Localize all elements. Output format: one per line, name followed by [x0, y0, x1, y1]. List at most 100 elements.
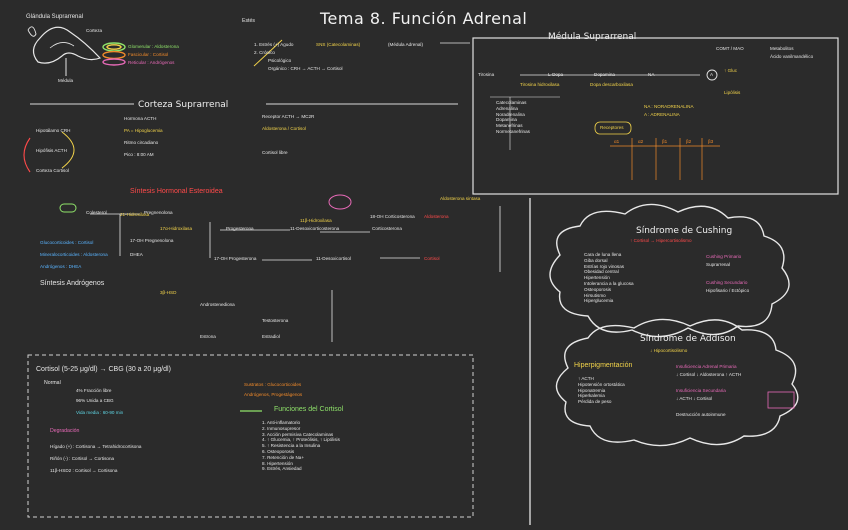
- gland-label: Glándula Suprarrenal: [26, 14, 84, 20]
- pw-progesterona: Progesterona: [226, 226, 254, 231]
- blue-note-3: Andrógenos : DHEA: [40, 264, 82, 269]
- list-item: Normetanefrinas: [496, 128, 530, 134]
- list-item: 4. ↑ Glucemia, ↑ Proteólisis, ↑ Lipólisi…: [262, 437, 340, 443]
- list-item: 6. Osteoporosis: [262, 448, 295, 454]
- medula-note-gluc: ↑ Gluc: [724, 68, 738, 73]
- list-item: 3. Acción permisiva Catecolaminas: [262, 431, 334, 437]
- pw-11doc: 11-Desoxicorticosterona: [290, 226, 340, 231]
- medula-note-na: NA : NORADRENALINA: [644, 104, 694, 109]
- degradacion-heading: Degradación: [50, 428, 80, 434]
- list-item: Hirsutismo: [584, 292, 606, 298]
- axis-hipofisis: Hipófisis ACTH: [36, 148, 67, 153]
- axis-corteza: Corteza Cortisol: [36, 168, 69, 173]
- receptor-note-2: Aldosterona / Cortisol: [262, 126, 306, 131]
- list-item: Hipertensión: [584, 275, 610, 281]
- list-item: Obesidad central: [584, 269, 619, 275]
- estres-2: 2. Crónico: [254, 50, 275, 55]
- addison-secundaria-sub: ↓ ACTH ↓ Cortisol: [676, 396, 713, 401]
- list-item: Pérdida de peso: [578, 399, 612, 405]
- receptor-b1: β1: [662, 139, 668, 144]
- acth-note-2: PA = Hipoglucemia: [124, 128, 163, 133]
- pw-testost: Testosterona: [262, 318, 289, 323]
- pw-androst: Androstenediona: [200, 302, 235, 307]
- medula-note-comt: COMT / MAO: [716, 46, 744, 51]
- cushing-sub: ↑ Cortisol → Hipercortisolismo: [630, 238, 692, 243]
- list-item: Hiperkalemia: [578, 393, 605, 399]
- medula-caption: Médula: [58, 78, 74, 83]
- list-item: 5. ↑ Resistencia a la Insulina: [262, 443, 321, 449]
- addison-left-list: ↑ ACTH Hipotensión ortostática Hiponatre…: [578, 376, 625, 405]
- page-title: Tema 8. Función Adrenal: [320, 9, 528, 28]
- cortisol-heading: Cortisol (5-25 μg/dl) → CBG (30 a 20 μg/…: [36, 366, 171, 373]
- enz-17a: 17α-Hidroxilasa: [160, 226, 193, 231]
- list-item: Metanefrinas: [496, 123, 523, 129]
- funciones-heading: Funciones del Cortisol: [274, 406, 344, 413]
- list-item: 8. Hipertensión: [262, 460, 293, 466]
- enz-21: 21-Hidroxilasa: [120, 212, 150, 217]
- pw-pregnenolona: Pregnenolona: [144, 210, 173, 215]
- receptor-b2: β2: [686, 139, 692, 144]
- addison-primaria-sub: ↓ Cortisol ↓ Aldosterona ↑ ACTH: [676, 372, 742, 377]
- receptors-heading: Receptores: [600, 125, 624, 130]
- acth-note-3: Ritmo circadiano: [124, 140, 159, 145]
- enz-3bhsd: 3β-HSD: [160, 290, 177, 295]
- pw-17ohprog: 17-OH Progesterona: [214, 256, 257, 261]
- axis-hipotalamo: Hipotálamo CRH: [36, 128, 71, 133]
- addison-cause: Destrucción autoinmune: [676, 412, 726, 417]
- cushing-heading: Síndrome de Cushing: [636, 226, 733, 236]
- flow-a: A: [710, 72, 714, 77]
- list-item: Hipotensión ortostática: [578, 381, 625, 387]
- addison-left-head: Hiperpigmentación: [574, 362, 633, 369]
- blue-note-2: Mineralocorticoides : Aldosterona: [40, 252, 108, 257]
- enzyme-ddc: Dopa descarboxilasa: [590, 82, 633, 87]
- enz-aldosintasa: Aldosterona sintasa: [440, 196, 481, 201]
- list-item: Cara de luna llena: [584, 252, 622, 257]
- funciones-list: 1. Anti-inflamatorio 2. Inmunosupresor 3…: [262, 420, 340, 472]
- cortisol-note-3: Vida media : 60-90 min: [76, 410, 124, 415]
- zone-glomerular: Glomerular : Aldosterona: [128, 44, 179, 49]
- pw-dhea: DHEA: [130, 252, 143, 257]
- estres-sns: SNS (Catecolaminas): [316, 42, 361, 47]
- medula-note-vma: Ácido vanilmandélico: [770, 54, 814, 59]
- receptor-a1: α1: [614, 139, 620, 144]
- receptor-note-1: Receptor ACTH → MC2R: [262, 114, 315, 119]
- flow-tirosina: Tirosina: [478, 72, 495, 77]
- cushing-secundario-sub: Hipofisario / Ectópico: [706, 288, 750, 293]
- addison-heading: Síndrome de Addison: [640, 334, 736, 344]
- list-item: Estrías rojo vinosas: [584, 263, 625, 269]
- pw-corticosterona: Corticosterona: [372, 226, 402, 231]
- estres-psico: Psicológico: [268, 58, 292, 63]
- enzyme-th: Tirosina hidroxilasa: [520, 82, 560, 87]
- estres-1: 1. Estrés (+) Agudo: [254, 42, 294, 47]
- colesterol-label: Colesterol: [86, 210, 107, 215]
- pw-estradiol: Estradiol: [262, 334, 280, 339]
- cortisol-note-2: 96% Unida a CBG: [76, 398, 114, 403]
- sintesis-heading: Síntesis Hormonal Esteroidea: [130, 188, 223, 195]
- pw-18oh: 18-OH Corticosterona: [370, 214, 415, 219]
- zone-reticular: Reticular : Andrógenos: [128, 60, 175, 65]
- zone-fascicular: Fascicular : Cortisol: [128, 52, 169, 57]
- cortisol-note-1: 4% Fracción libre: [76, 388, 112, 393]
- cushing-secundario: Cushing Secundario: [706, 280, 748, 285]
- pw-cortisol: Cortisol: [424, 256, 440, 261]
- medula-note-lipo: Lipólisis: [724, 90, 741, 95]
- list-item: Adrenalina: [496, 105, 518, 111]
- blue-note-1: Glucocorticoides : Cortisol: [40, 240, 94, 245]
- list-item: Hiperglucemia: [584, 298, 614, 304]
- list-item: 9. Estrés, Ansiedad: [262, 466, 302, 472]
- list-item: Osteoporosis: [584, 286, 612, 292]
- flow-ldopa: L-Dopa: [548, 72, 564, 77]
- pw-aldosterona: Aldosterona: [424, 214, 449, 219]
- degradacion-2: Riñón (-) : Cortisol → Cortisona: [50, 456, 115, 461]
- receptor-note-3: Cortisol libre: [262, 150, 288, 155]
- sustratos-2: Andrógenos, Progestágenos: [244, 392, 303, 397]
- degradacion-1: Hígado (+) : Cortisona → Tetrahidrocorti…: [50, 444, 142, 449]
- degradacion-3: 11β-HSD2 : Cortisol → Cortisona: [50, 468, 118, 473]
- pw-17ohpreg: 17-OH Pregnenolona: [130, 238, 174, 243]
- receptor-b3: β3: [708, 139, 714, 144]
- enz-11b: 11β-Hidroxilasa: [300, 218, 332, 223]
- estres-medula: (Médula Adrenal): [388, 42, 423, 47]
- medula-left-list: Catecolaminas Adrenalina Noradrenalina D…: [496, 100, 530, 135]
